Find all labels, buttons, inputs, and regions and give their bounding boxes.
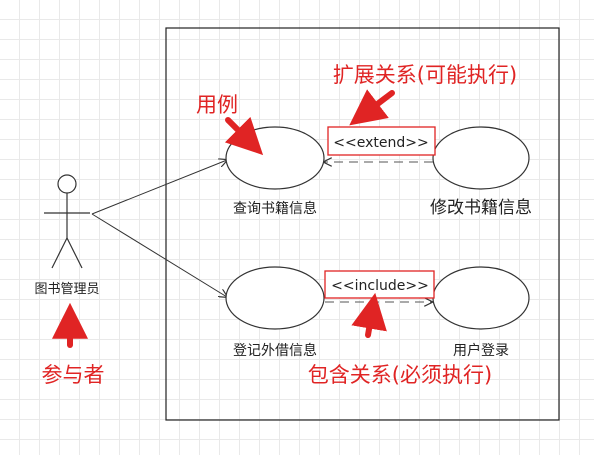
label-user-login: 用户登录 (453, 342, 509, 359)
extend-label-box (327, 126, 436, 156)
use-case-modify-books (432, 126, 530, 190)
association-register (91, 213, 227, 297)
annotation-extend: 扩展关系(可能执行) (333, 63, 517, 87)
association-query (91, 160, 227, 215)
annotation-include: 包含关系(必须执行) (308, 363, 492, 387)
annotation-use-case: 用例 (196, 93, 238, 117)
label-modify-books: 修改书籍信息 (430, 198, 532, 218)
red-arrow-extend (349, 89, 395, 126)
system-boundary (165, 27, 560, 421)
label-query-books: 查询书籍信息 (233, 200, 317, 217)
extend-label: <<extend>> (333, 135, 428, 151)
use-case-user-login (432, 266, 530, 330)
include-label: <<include>> (331, 278, 429, 294)
red-arrow-include (351, 292, 387, 338)
annotation-arrows (52, 89, 395, 348)
label-register-borrow: 登记外借信息 (233, 342, 317, 359)
use-case-register-borrow (225, 266, 325, 330)
actor-icon (44, 174, 90, 269)
annotation-actor: 参与者 (42, 363, 105, 387)
red-arrow-use-case (224, 116, 264, 156)
actor-label: 图书管理员 (34, 282, 99, 297)
